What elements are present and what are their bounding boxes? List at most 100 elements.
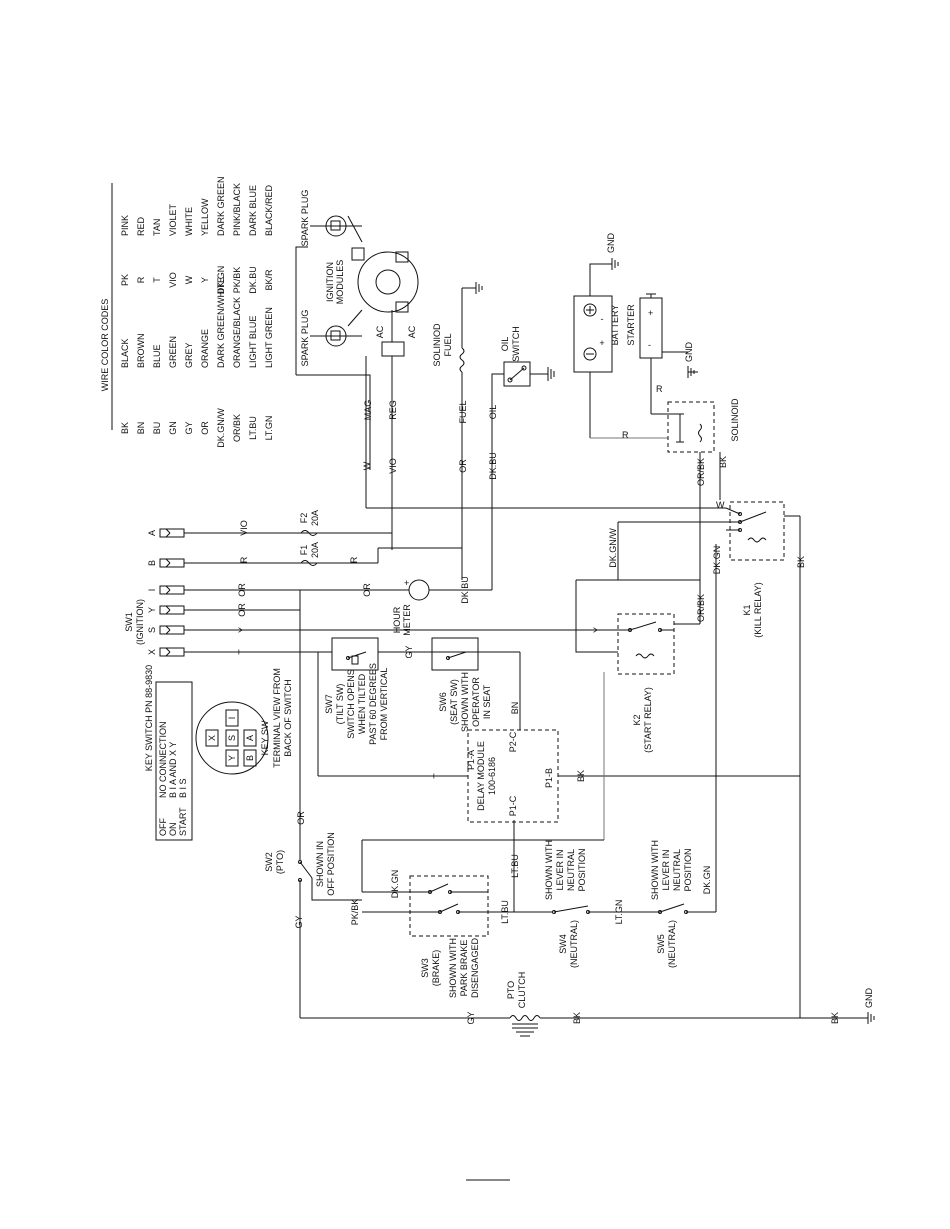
sw3-note-line-0: SHOWN WITH bbox=[448, 938, 458, 998]
wire-code-abbr-6: DK.GN/W bbox=[216, 408, 226, 448]
key-pin-a bbox=[243, 729, 257, 747]
wire-code-abbr-4: GY bbox=[184, 421, 194, 434]
wire-label-vio-top: VIO bbox=[388, 458, 398, 474]
terminal-label-b: B bbox=[147, 560, 157, 566]
wire-label-r-battery: R bbox=[622, 430, 629, 440]
wire-code-name-7: ORANGE/BLACK bbox=[232, 297, 242, 368]
terminal-label-x: X bbox=[147, 649, 157, 655]
wire-label-y-s: Y bbox=[237, 627, 247, 633]
fuel-solenoid-icon bbox=[459, 282, 483, 373]
delay-module-p1c: P1-C bbox=[508, 795, 518, 816]
terminal-connector-mark-a bbox=[165, 532, 171, 538]
wire-code-abbr-10: PK bbox=[120, 274, 130, 286]
key-switch-caption-2: BACK OF SWITCH bbox=[283, 679, 293, 757]
wire-label-gy-clutch: GY bbox=[466, 1011, 476, 1024]
key-pin-x bbox=[205, 729, 219, 747]
wire-code-abbr-19: BK/R bbox=[264, 269, 274, 291]
wire-code-name-2: BLUE bbox=[152, 344, 162, 368]
wire-code-name-4: GREY bbox=[184, 342, 194, 368]
key-pin-s bbox=[225, 729, 239, 747]
k2-label-2: (START RELAY) bbox=[643, 687, 653, 753]
wire-code-name-0: BLACK bbox=[120, 338, 130, 368]
wire-code-name-3: GREEN bbox=[168, 336, 178, 368]
terminal-connector-mark-x bbox=[165, 651, 171, 657]
wire-code-abbr-15: Y bbox=[200, 277, 210, 283]
delay-module-p1b: P1-B bbox=[544, 768, 554, 788]
key-switch-conn-1: B I A AND X Y bbox=[168, 742, 178, 798]
delay-module-p1a: P1-A bbox=[466, 750, 476, 770]
terminal-label-s: S bbox=[147, 627, 157, 633]
wire-code-name-17: PINK/BLACK bbox=[232, 183, 242, 236]
sw4-note-line-3: POSITION bbox=[577, 848, 587, 891]
wire-label-pkbk: PK/BK bbox=[350, 899, 360, 926]
starter-gnd-label: GND bbox=[684, 342, 694, 363]
wire-label-or-top: OR bbox=[458, 459, 468, 473]
wire-label-mag: MAG bbox=[363, 400, 373, 421]
terminal-connector-mark-s bbox=[165, 625, 171, 631]
wire-label-dkbu-top: DK.BU bbox=[488, 452, 498, 480]
delay-module-title-2: 100-6186 bbox=[487, 757, 497, 795]
key-switch-title: KEY SWITCH PN 88-9830 bbox=[144, 665, 154, 771]
fuel-solenoid-label-1: SOLINIOD bbox=[432, 323, 442, 367]
key-switch-conn-0: NO CONNECTION bbox=[158, 722, 168, 799]
wire-code-name-6: DARK GREEN/WHITE bbox=[216, 277, 226, 368]
sw1-label-1: SW1 bbox=[124, 612, 134, 632]
sw5-note-line-2: NEUTRAL bbox=[672, 849, 682, 891]
sw2-note-2: OFF POSITION bbox=[326, 832, 336, 896]
wire-code-name-15: YELLOW bbox=[200, 198, 210, 236]
terminal-connector-y bbox=[159, 605, 185, 615]
sw2-note-1: SHOWN IN bbox=[315, 841, 325, 887]
pto-switch-sw2 bbox=[298, 812, 362, 1018]
sw6-label-line-1: (SEAT SW) bbox=[449, 679, 459, 725]
wire-code-name-5: ORANGE bbox=[200, 329, 210, 368]
tilt-switch-sw7 bbox=[318, 637, 379, 671]
engine-components: SPARK PLUG SPARK PLUG IGNITION MODULES A… bbox=[295, 190, 740, 624]
sw2-label-1: SW2 bbox=[264, 852, 274, 872]
sw7-label-line-3: WHEN TILTED bbox=[357, 673, 367, 734]
wire-label-or-hourmeter: OR bbox=[362, 583, 372, 597]
fuse-f2-rating: 20A bbox=[310, 510, 320, 526]
delay-module-p2c: P2-C bbox=[508, 731, 518, 752]
wire-label-r-f1: R bbox=[349, 556, 359, 563]
key-pin-b bbox=[243, 749, 257, 767]
wire-code-abbr-8: LT.BU bbox=[248, 416, 258, 440]
battery-minus: - bbox=[601, 314, 604, 324]
key-switch-pos-0: OFF bbox=[158, 818, 168, 836]
wire-label-bk-solenoid: BK bbox=[718, 456, 728, 468]
key-pin-label-5: B bbox=[245, 755, 255, 761]
key-pin-label-3: Y bbox=[227, 755, 237, 761]
starter-ground-icon bbox=[687, 366, 695, 378]
battery-gnd-label: GND bbox=[606, 233, 616, 254]
spark-plug-top-icon bbox=[310, 215, 363, 243]
regulator-icon bbox=[381, 310, 405, 357]
wire-code-name-11: RED bbox=[136, 216, 146, 236]
wire-code-name-13: VIOLET bbox=[168, 203, 178, 236]
terminal-connector-mark-y bbox=[165, 605, 171, 611]
delay-module: DELAY MODULE 100-6186 P1-A P2-C P1-B P1-… bbox=[466, 729, 559, 823]
sw2-label-2: (PTO) bbox=[275, 850, 285, 874]
sw4-label-line-1: (NEUTRAL) bbox=[569, 920, 579, 968]
terminal-connector-mark-x bbox=[165, 647, 171, 653]
wire-label-orbk-top: OR/BK bbox=[696, 458, 706, 486]
oil-switch-icon bbox=[491, 361, 555, 590]
wire-code-abbr-9: LT.GN bbox=[264, 416, 274, 441]
wire-code-abbr-0: BK bbox=[120, 422, 130, 434]
wire-code-name-18: DARK BLUE bbox=[248, 185, 258, 236]
neutral-switch-sw4 bbox=[514, 905, 660, 914]
oil-switch-label-2: SWITCH bbox=[511, 326, 521, 362]
wire-label-t-x: T bbox=[237, 649, 247, 655]
wire-label-ltbu-sw3: LT.BU bbox=[500, 900, 510, 924]
wire-label-bk-p1b: BK bbox=[576, 770, 586, 782]
hour-meter-icon bbox=[400, 579, 438, 601]
spark-plug-bottom-icon bbox=[310, 309, 363, 347]
wire-label-bk-k1: BK bbox=[796, 556, 806, 568]
wire-code-abbr-16: DK.GN bbox=[216, 266, 226, 295]
ignition-modules-label-2: MODULES bbox=[335, 260, 345, 305]
delay-module-title-1: DELAY MODULE bbox=[476, 741, 486, 811]
starter-plus: + bbox=[648, 308, 653, 318]
wire-code-name-10: PINK bbox=[120, 215, 130, 236]
